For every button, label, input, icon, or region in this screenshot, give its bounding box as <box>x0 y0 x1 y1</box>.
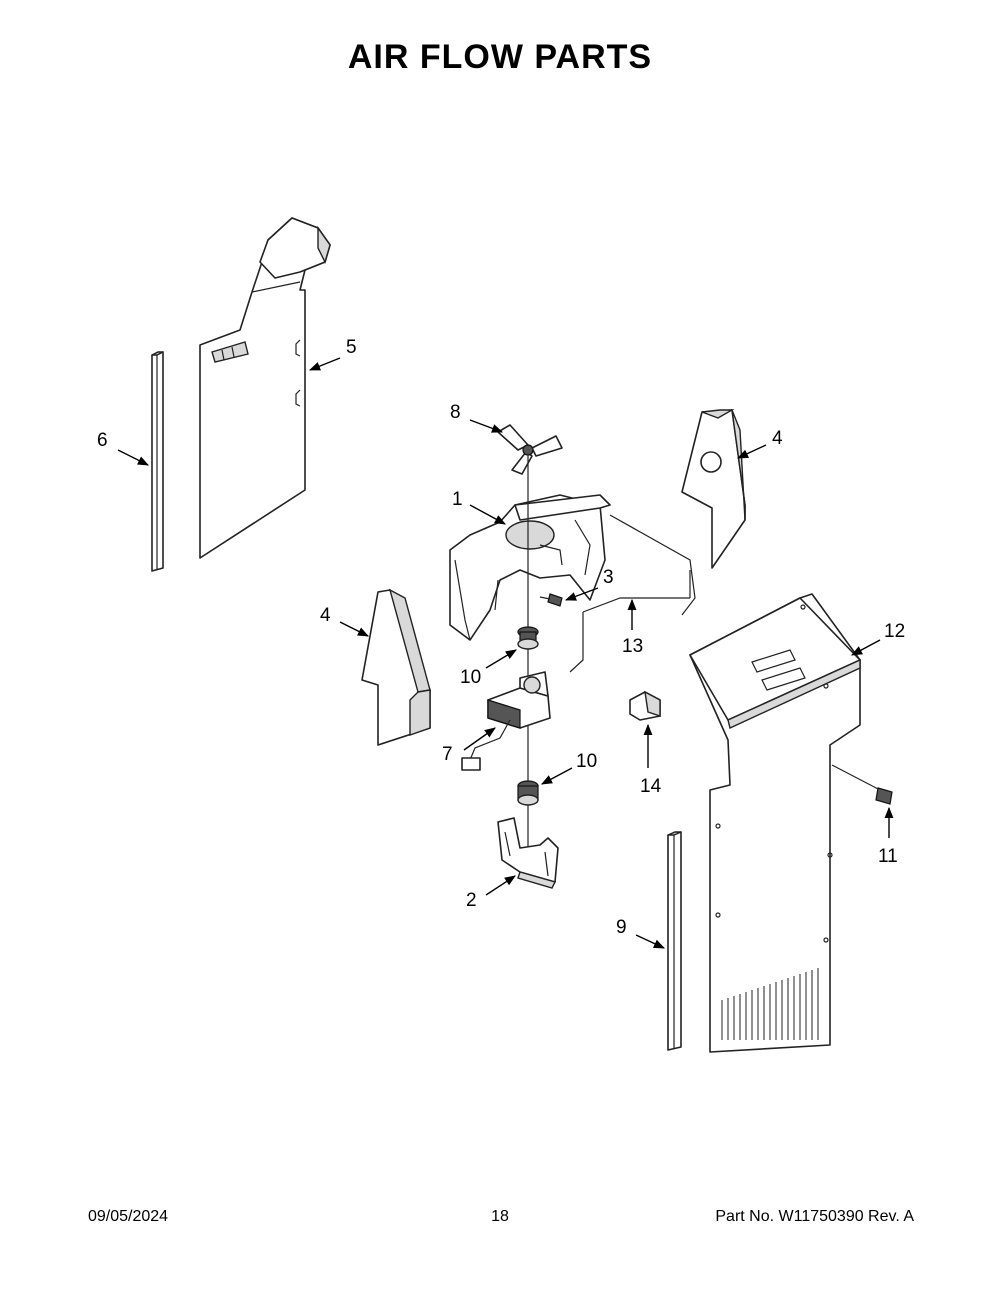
part-10-grommet-lower <box>517 780 539 806</box>
part-2-motor-bracket <box>497 817 559 889</box>
svg-text:2: 2 <box>466 890 477 911</box>
svg-text:1: 1 <box>452 489 463 510</box>
part-7-fan-motor <box>461 671 551 771</box>
svg-text:6: 6 <box>97 430 108 451</box>
callout-8: 8 <box>450 402 504 433</box>
callout-10-lower: 10 <box>541 751 597 785</box>
callout-12: 12 <box>851 621 905 656</box>
part-10-grommet-upper <box>517 626 539 650</box>
callout-4-right: 4 <box>736 428 783 459</box>
part-9-gasket-strip <box>667 831 682 1051</box>
callout-3: 3 <box>564 567 614 601</box>
svg-text:12: 12 <box>884 621 905 642</box>
part-6-gasket-strip <box>151 351 164 572</box>
callout-6: 6 <box>97 430 150 466</box>
callout-7: 7 <box>442 727 496 765</box>
part-4-insulator-right <box>681 409 746 569</box>
svg-text:3: 3 <box>603 567 614 588</box>
svg-text:10: 10 <box>460 667 481 688</box>
svg-text:9: 9 <box>616 917 627 938</box>
part-11-screw <box>831 764 893 805</box>
svg-text:11: 11 <box>878 846 898 867</box>
svg-text:7: 7 <box>442 744 453 765</box>
svg-text:10: 10 <box>576 751 597 772</box>
callout-11: 11 <box>878 806 898 867</box>
svg-text:13: 13 <box>622 636 643 657</box>
page-title: AIR FLOW PARTS <box>347 38 653 76</box>
callout-1: 1 <box>452 489 506 525</box>
footer-date: 09/05/2024 <box>88 1208 169 1225</box>
part-1-fan-shroud <box>449 494 611 641</box>
callout-2: 2 <box>466 875 516 911</box>
footer-part-number: Part No. W11750390 Rev. A <box>715 1208 914 1225</box>
part-12-rear-panel <box>689 593 861 1053</box>
callout-13: 13 <box>622 598 643 657</box>
svg-text:8: 8 <box>450 402 461 423</box>
callout-9: 9 <box>616 917 666 949</box>
svg-text:4: 4 <box>772 428 783 449</box>
callouts: 1 2 3 4 4 5 6 7 <box>97 337 905 949</box>
callout-10-upper: 10 <box>460 649 517 688</box>
callout-14: 14 <box>640 723 662 797</box>
callout-5: 5 <box>308 337 357 371</box>
part-8-fan-blade <box>497 424 563 475</box>
svg-text:5: 5 <box>346 337 357 358</box>
part-13-wire-bracket <box>569 514 696 673</box>
footer-page-number: 18 <box>491 1208 509 1225</box>
vent-slots <box>721 968 819 1040</box>
part-14-clip <box>629 690 661 721</box>
part-3-screw <box>539 593 563 607</box>
svg-text:4: 4 <box>320 605 331 626</box>
callout-4-left: 4 <box>320 605 370 637</box>
part-5-duct-cover <box>199 217 331 559</box>
part-4-insulator-left <box>361 588 431 746</box>
svg-text:14: 14 <box>640 776 662 797</box>
